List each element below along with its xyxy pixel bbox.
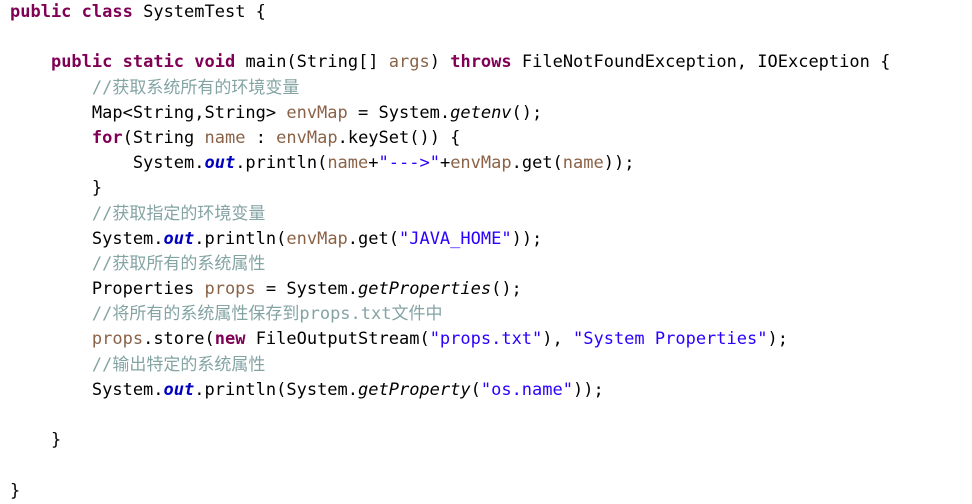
code-token-plain bbox=[184, 52, 194, 72]
code-token-kw: for bbox=[91, 127, 123, 148]
code-token-plain: main(String[] bbox=[235, 52, 389, 73]
code-token-cmt: //获取所有的系统属性 bbox=[91, 253, 266, 274]
code-token-plain: FileNotFoundException, IOException { bbox=[511, 52, 891, 73]
code-line[interactable]: Properties props = System.getProperties(… bbox=[10, 277, 972, 302]
code-line[interactable]: public class SystemTest { bbox=[10, 0, 972, 25]
code-token-plain: System. bbox=[10, 379, 164, 400]
code-token-plain: .keySet()) { bbox=[337, 127, 461, 148]
code-token-plain bbox=[10, 78, 92, 98]
code-line[interactable]: Map<String,String> envMap = System.geten… bbox=[10, 101, 972, 126]
code-line[interactable]: System.out.println(name+"--->"+envMap.ge… bbox=[10, 151, 972, 176]
code-token-plain: (String bbox=[122, 127, 205, 148]
code-line[interactable]: //获取所有的系统属性 bbox=[10, 252, 972, 277]
code-token-str: "JAVA_HOME" bbox=[398, 228, 512, 249]
code-token-var: name bbox=[204, 127, 246, 148]
code-token-var: envMap bbox=[276, 127, 338, 148]
code-token-var: envMap bbox=[450, 153, 512, 174]
code-token-str: "System Properties" bbox=[573, 329, 768, 350]
code-token-field: out bbox=[163, 379, 195, 400]
code-token-plain: System. bbox=[10, 153, 205, 174]
code-token-var: name bbox=[327, 153, 369, 174]
code-token-plain bbox=[10, 329, 92, 349]
code-line[interactable]: //将所有的系统属性保存到props.txt文件中 bbox=[10, 302, 972, 327]
code-token-var: envMap bbox=[286, 228, 348, 249]
code-token-plain: Properties bbox=[10, 279, 205, 300]
code-token-plain: .get( bbox=[347, 228, 399, 249]
code-line[interactable]: props.store(new FileOutputStream("props.… bbox=[10, 327, 972, 352]
code-token-kw: void bbox=[194, 52, 236, 73]
code-token-plain: (); bbox=[491, 279, 522, 300]
code-token-plain: = System. bbox=[347, 102, 451, 123]
code-token-plain: .println( bbox=[235, 153, 328, 174]
code-token-var: props bbox=[91, 329, 144, 350]
code-line[interactable]: public static void main(String[] args) t… bbox=[10, 50, 972, 75]
code-token-plain: )); bbox=[511, 228, 543, 249]
code-token-method: getenv bbox=[450, 102, 512, 123]
code-token-plain: = System. bbox=[255, 279, 359, 300]
code-token-var: envMap bbox=[286, 102, 348, 123]
code-token-plain: + bbox=[368, 153, 379, 174]
code-line[interactable]: } bbox=[10, 428, 972, 453]
code-token-kw: class bbox=[81, 2, 133, 22]
code-token-plain: .println( bbox=[194, 228, 287, 249]
code-token-plain: + bbox=[439, 153, 451, 174]
code-line[interactable]: System.out.println(System.getProperty("o… bbox=[10, 378, 972, 403]
code-line[interactable]: } bbox=[10, 479, 972, 504]
code-token-kw: throws bbox=[450, 52, 512, 73]
code-token-plain: Map<String,String> bbox=[10, 102, 287, 123]
code-line[interactable] bbox=[10, 403, 972, 428]
code-token-plain: FileOutputStream( bbox=[245, 329, 430, 350]
code-token-field: out bbox=[163, 228, 195, 249]
code-token-plain: )); bbox=[572, 379, 604, 400]
code-token-plain bbox=[71, 2, 81, 22]
code-line[interactable]: for(String name : envMap.keySet()) { bbox=[10, 126, 972, 151]
code-token-plain: } bbox=[10, 480, 21, 501]
code-token-plain: .get( bbox=[511, 153, 563, 174]
code-token-str: "os.name" bbox=[480, 379, 573, 400]
code-token-cmt: //获取系统所有的环境变量 bbox=[91, 77, 300, 98]
code-token-plain: System. bbox=[10, 228, 164, 249]
code-token-str: "--->" bbox=[378, 153, 440, 174]
code-token-plain bbox=[10, 355, 92, 375]
code-token-plain bbox=[10, 304, 92, 324]
code-token-plain: } bbox=[10, 430, 62, 451]
code-line[interactable] bbox=[10, 25, 972, 50]
code-line[interactable]: //获取指定的环境变量 bbox=[10, 202, 972, 227]
code-token-plain: ) bbox=[429, 52, 451, 73]
code-token-plain: ), bbox=[542, 329, 573, 350]
code-token-kw: static bbox=[122, 52, 185, 73]
code-token-plain: SystemTest { bbox=[132, 2, 266, 22]
code-token-kw: public bbox=[10, 2, 72, 22]
code-token-kw: new bbox=[214, 329, 246, 350]
code-token-plain bbox=[10, 52, 51, 72]
code-token-plain: .store( bbox=[143, 329, 215, 350]
code-token-cmt: //输出特定的系统属性 bbox=[91, 354, 266, 375]
code-token-plain bbox=[112, 52, 122, 72]
code-token-field: out bbox=[204, 153, 236, 174]
code-token-cmt: //获取指定的环境变量 bbox=[91, 203, 266, 224]
code-line[interactable]: System.out.println(envMap.get("JAVA_HOME… bbox=[10, 227, 972, 252]
code-token-method: getProperty bbox=[358, 379, 471, 400]
code-line[interactable]: } bbox=[10, 176, 972, 201]
code-line[interactable] bbox=[10, 453, 972, 478]
code-token-var: name bbox=[562, 153, 604, 174]
code-token-method: getProperties bbox=[358, 279, 492, 300]
code-token-plain: } bbox=[10, 178, 103, 199]
code-token-cmt: //将所有的系统属性保存到props.txt文件中 bbox=[91, 304, 443, 325]
code-token-var: args bbox=[388, 52, 430, 73]
code-token-plain: ); bbox=[767, 329, 788, 350]
code-token-plain bbox=[10, 204, 92, 224]
code-token-plain bbox=[10, 128, 92, 148]
code-line[interactable]: //获取系统所有的环境变量 bbox=[10, 76, 972, 101]
code-token-var: props bbox=[204, 279, 256, 300]
code-token-plain: ( bbox=[470, 379, 481, 400]
code-line[interactable]: //输出特定的系统属性 bbox=[10, 353, 972, 378]
code-token-plain: .println(System. bbox=[194, 379, 359, 400]
code-token-plain: : bbox=[245, 127, 277, 148]
code-token-plain bbox=[10, 254, 92, 274]
code-token-str: "props.txt" bbox=[429, 329, 543, 350]
code-token-plain: )); bbox=[603, 153, 635, 174]
code-token-plain: (); bbox=[511, 102, 543, 123]
code-token-kw: public bbox=[50, 52, 113, 73]
